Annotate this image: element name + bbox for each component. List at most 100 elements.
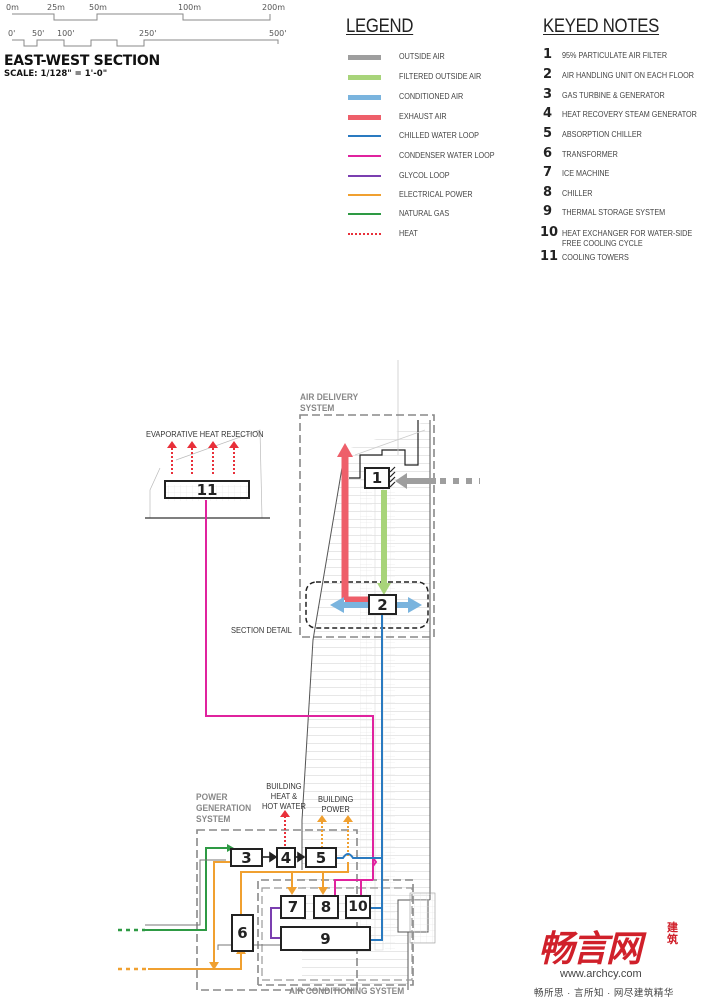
keyed-note-label: ABSORPTION CHILLER: [562, 129, 642, 139]
equipment-box-gas-turbine[interactable]: 3: [230, 848, 263, 867]
cooling-tower-structure: [145, 429, 270, 519]
scale-tick-metric: 25m: [47, 3, 65, 12]
condenser-water-loop: [205, 500, 378, 895]
keyed-notes-heading: KEYED NOTES: [543, 16, 660, 37]
equipment-box-transformer[interactable]: 6: [231, 914, 254, 952]
scale-tick-metric: 200m: [262, 3, 286, 12]
legend-label: HEAT: [399, 228, 418, 238]
legend-item: CHILLED WATER LOOP: [348, 130, 548, 142]
keyed-note-label: THERMAL STORAGE SYSTEM: [562, 207, 666, 217]
chilled-water-loop: [337, 615, 383, 941]
legend-swatch-icon: [348, 135, 381, 137]
keyed-note-number: 9: [543, 204, 553, 219]
scale-tick-imperial: 500': [269, 29, 287, 38]
keyed-note-label: AIR HANDLING UNIT ON EACH FLOOR: [562, 70, 694, 80]
equipment-box-thermal-storage[interactable]: 9: [280, 926, 371, 951]
scale-tick-imperial: 0': [8, 29, 16, 38]
equipment-box-cooling-towers[interactable]: 11: [164, 480, 250, 499]
keyed-note-number: 3: [543, 87, 553, 102]
legend-label: EXHAUST AIR: [399, 111, 447, 121]
keyed-note-label: COOLING TOWERS: [562, 252, 629, 262]
legend-swatch-icon: [348, 115, 381, 120]
scale-tick-imperial: 100': [57, 29, 75, 38]
equipment-box-chiller[interactable]: 8: [313, 895, 339, 919]
legend-swatch-icon: [348, 75, 381, 80]
legend-heading: LEGEND: [346, 16, 414, 37]
evaporative-heat-rejection-label: EVAPORATIVE HEAT REJECTION: [146, 429, 264, 439]
equipment-box-air-filter[interactable]: 1: [364, 467, 390, 489]
keyed-note-label: GAS TURBINE & GENERATOR: [562, 90, 665, 100]
legend-item: OUTSIDE AIR: [348, 51, 548, 63]
keyed-note-label: CHILLER: [562, 188, 593, 198]
legend-label: GLYCOL LOOP: [399, 170, 450, 180]
equipment-box-air-handling-unit[interactable]: 2: [368, 594, 397, 615]
legend-item: EXHAUST AIR: [348, 111, 548, 123]
legend-label: CONDENSER WATER LOOP: [399, 150, 495, 160]
keyed-note-label: HEAT RECOVERY STEAM GENERATOR: [562, 109, 697, 119]
legend-swatch-icon: [348, 95, 381, 100]
legend-item: NATURAL GAS: [348, 208, 548, 220]
keyed-note-number: 7: [543, 165, 553, 180]
legend-swatch-icon: [348, 194, 381, 196]
air-conditioning-boundary: [257, 879, 414, 986]
keyed-note-number: 6: [543, 146, 553, 161]
keyed-note-number: 2: [543, 67, 553, 82]
equipment-box-heat-exchanger[interactable]: 10: [345, 895, 371, 919]
glycol-loop: [270, 907, 281, 939]
equipment-box-ice-machine[interactable]: 7: [280, 895, 306, 919]
air-delivery-boundary: [299, 414, 435, 638]
keyed-note-label: 95% PARTICULATE AIR FILTER: [562, 50, 668, 60]
keyed-note-number: 4: [543, 106, 553, 121]
keyed-note-number: 1: [543, 47, 553, 62]
legend-swatch-icon: [348, 155, 381, 157]
equipment-box-absorption-chiller[interactable]: 5: [305, 847, 337, 868]
building-heat-label: BUILDING HEAT & HOT WATER: [262, 781, 306, 811]
legend-swatch-icon: [348, 55, 381, 60]
watermark-url: www.archcy.com: [560, 968, 642, 980]
keyed-note-label: TRANSFORMER: [562, 149, 618, 159]
legend-item: CONDITIONED AIR: [348, 91, 548, 103]
legend-swatch-icon: [348, 233, 381, 235]
scale-tick-imperial: 250': [139, 29, 157, 38]
air-delivery-system-label: AIR DELIVERY SYSTEM: [300, 392, 359, 414]
legend-item: CONDENSER WATER LOOP: [348, 150, 548, 162]
power-generation-system-label: POWER GENERATION SYSTEM: [196, 792, 252, 825]
legend-item: FILTERED OUTSIDE AIR: [348, 71, 548, 83]
filtered-air-flow: [377, 490, 391, 595]
scale-bar-lines: [12, 13, 279, 47]
legend-label: CONDITIONED AIR: [399, 91, 464, 101]
scale-tick-imperial: 50': [32, 29, 45, 38]
legend-item: ELECTRICAL POWER: [348, 189, 548, 201]
legend-swatch-icon: [348, 175, 381, 177]
equipment-box-heat-recovery[interactable]: 4: [276, 847, 296, 868]
keyed-note-label: ICE MACHINE: [562, 168, 610, 178]
conditioned-air-flow: [330, 597, 422, 613]
legend-label: OUTSIDE AIR: [399, 51, 445, 61]
legend-label: NATURAL GAS: [399, 208, 450, 218]
air-conditioning-system-label: AIR CONDITIONING SYSTEM: [289, 986, 405, 997]
legend-item: GLYCOL LOOP: [348, 170, 548, 182]
legend-label: CHILLED WATER LOOP: [399, 130, 479, 140]
natural-gas-line: [118, 844, 234, 932]
watermark-logo-side: 建筑: [667, 922, 678, 946]
legend-label: FILTERED OUTSIDE AIR: [399, 71, 482, 81]
watermark-logo: 畅言网: [538, 929, 642, 970]
exhaust-air-flow: [337, 443, 368, 604]
legend-label: ELECTRICAL POWER: [399, 189, 473, 199]
heat-rejection-arrows: [171, 448, 286, 848]
watermark-tagline: 畅所思 · 言所知 · 网尽建筑精华: [534, 988, 674, 999]
keyed-note-label: HEAT EXCHANGER FOR WATER-SIDE FREE COOLI…: [562, 228, 693, 248]
keyed-note-number: 8: [543, 185, 553, 200]
keyed-note-number: 5: [543, 126, 553, 141]
section-detail-label: SECTION DETAIL: [231, 625, 292, 635]
building-power-label: BUILDING POWER: [318, 794, 354, 814]
scale-tick-metric: 50m: [89, 3, 107, 12]
outside-air-flow: [389, 466, 480, 489]
scale-tick-metric: 0m: [6, 3, 19, 12]
section-title: EAST-WEST SECTION: [4, 53, 160, 69]
legend-item: HEAT: [348, 228, 548, 240]
section-scale: SCALE: 1/128" = 1'-0": [4, 69, 108, 79]
section-detail-boundary: [305, 581, 429, 629]
scale-tick-metric: 100m: [178, 3, 202, 12]
